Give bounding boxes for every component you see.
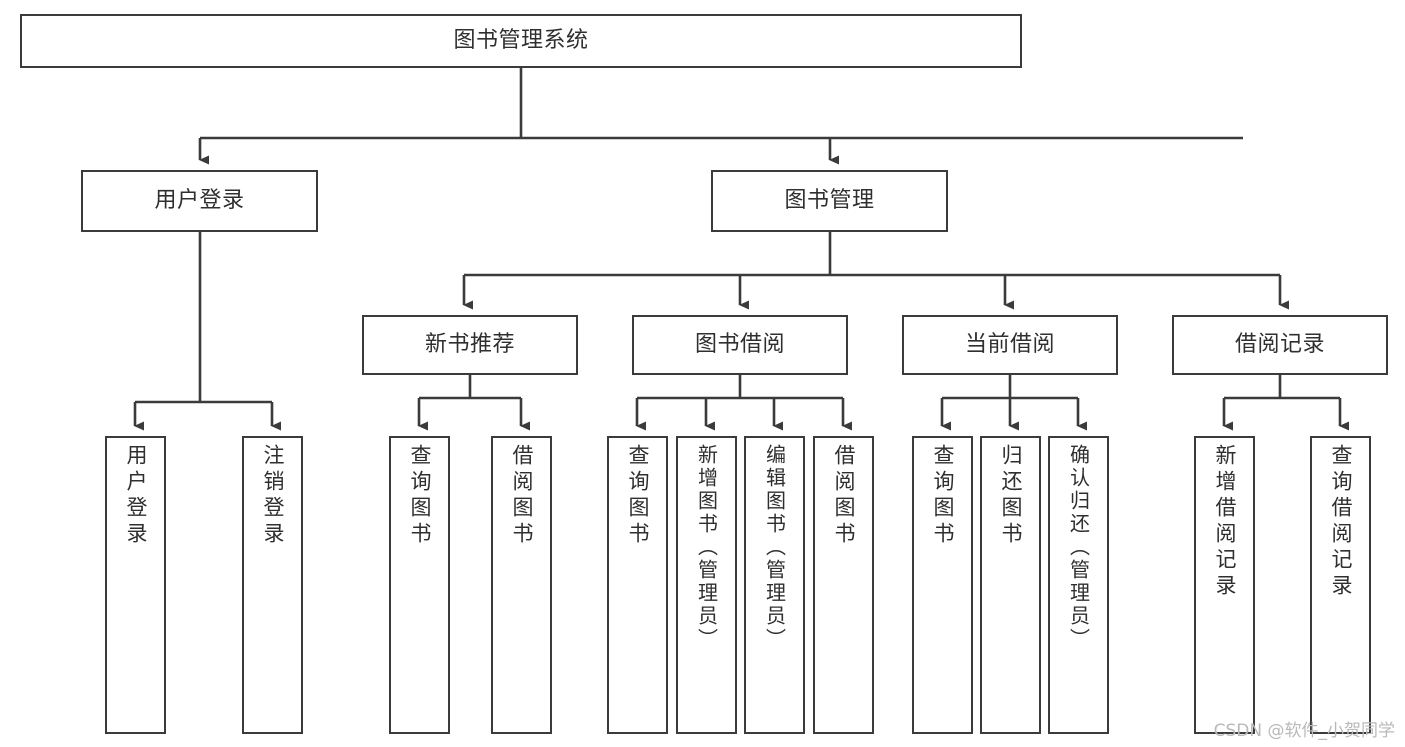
node-label: 归还图书 xyxy=(999,444,1023,548)
node-leaf-add-book-admin[interactable]: 新增图书（管理员） xyxy=(676,436,737,734)
node-label: 新增图书（管理员） xyxy=(694,444,719,651)
node-leaf-user-login[interactable]: 用户登录 xyxy=(105,436,166,734)
node-leaf-query-book-newbook[interactable]: 查询图书 xyxy=(389,436,450,734)
node-label: 借阅图书 xyxy=(832,444,856,548)
node-label: 借阅图书 xyxy=(510,444,534,548)
node-label: 查询图书 xyxy=(408,444,432,548)
node-label: 图书管理 xyxy=(784,188,875,214)
node-label: 确认归还（管理员） xyxy=(1066,444,1091,651)
node-label: 查询图书 xyxy=(931,444,955,548)
node-leaf-query-book-current[interactable]: 查询图书 xyxy=(912,436,973,734)
node-label: 编辑图书（管理员） xyxy=(762,444,787,651)
node-leaf-add-borrow-record[interactable]: 新增借阅记录 xyxy=(1194,436,1255,734)
node-book-borrow[interactable]: 图书借阅 xyxy=(632,315,848,375)
node-label: 用户登录 xyxy=(124,444,148,548)
node-label: 查询借阅记录 xyxy=(1329,444,1353,600)
node-book-management[interactable]: 图书管理 xyxy=(711,170,948,232)
node-label: 查询图书 xyxy=(626,444,650,548)
node-leaf-edit-book-admin[interactable]: 编辑图书（管理员） xyxy=(744,436,805,734)
node-label: 新书推荐 xyxy=(424,332,515,358)
node-user-login[interactable]: 用户登录 xyxy=(81,170,318,232)
node-label: 图书管理系统 xyxy=(453,28,589,54)
node-leaf-borrow-book-newbook[interactable]: 借阅图书 xyxy=(491,436,552,734)
node-leaf-query-book-borrow[interactable]: 查询图书 xyxy=(607,436,668,734)
node-current-borrow[interactable]: 当前借阅 xyxy=(902,315,1118,375)
node-leaf-confirm-return-admin[interactable]: 确认归还（管理员） xyxy=(1048,436,1109,734)
node-leaf-borrow-book[interactable]: 借阅图书 xyxy=(813,436,874,734)
node-leaf-query-borrow-record[interactable]: 查询借阅记录 xyxy=(1310,436,1371,734)
node-borrow-record[interactable]: 借阅记录 xyxy=(1172,315,1388,375)
node-new-book-recommend[interactable]: 新书推荐 xyxy=(362,315,578,375)
node-label: 借阅记录 xyxy=(1234,332,1325,358)
node-leaf-return-book[interactable]: 归还图书 xyxy=(980,436,1041,734)
node-label: 新增借阅记录 xyxy=(1213,444,1237,600)
node-label: 图书借阅 xyxy=(694,332,785,358)
node-label: 注销登录 xyxy=(261,444,285,548)
watermark-text: CSDN @软件_小贺同学 xyxy=(1213,721,1395,741)
node-root-book-management-system[interactable]: 图书管理系统 xyxy=(20,14,1022,68)
node-leaf-logout[interactable]: 注销登录 xyxy=(242,436,303,734)
node-label: 当前借阅 xyxy=(964,332,1055,358)
node-label: 用户登录 xyxy=(154,188,245,214)
